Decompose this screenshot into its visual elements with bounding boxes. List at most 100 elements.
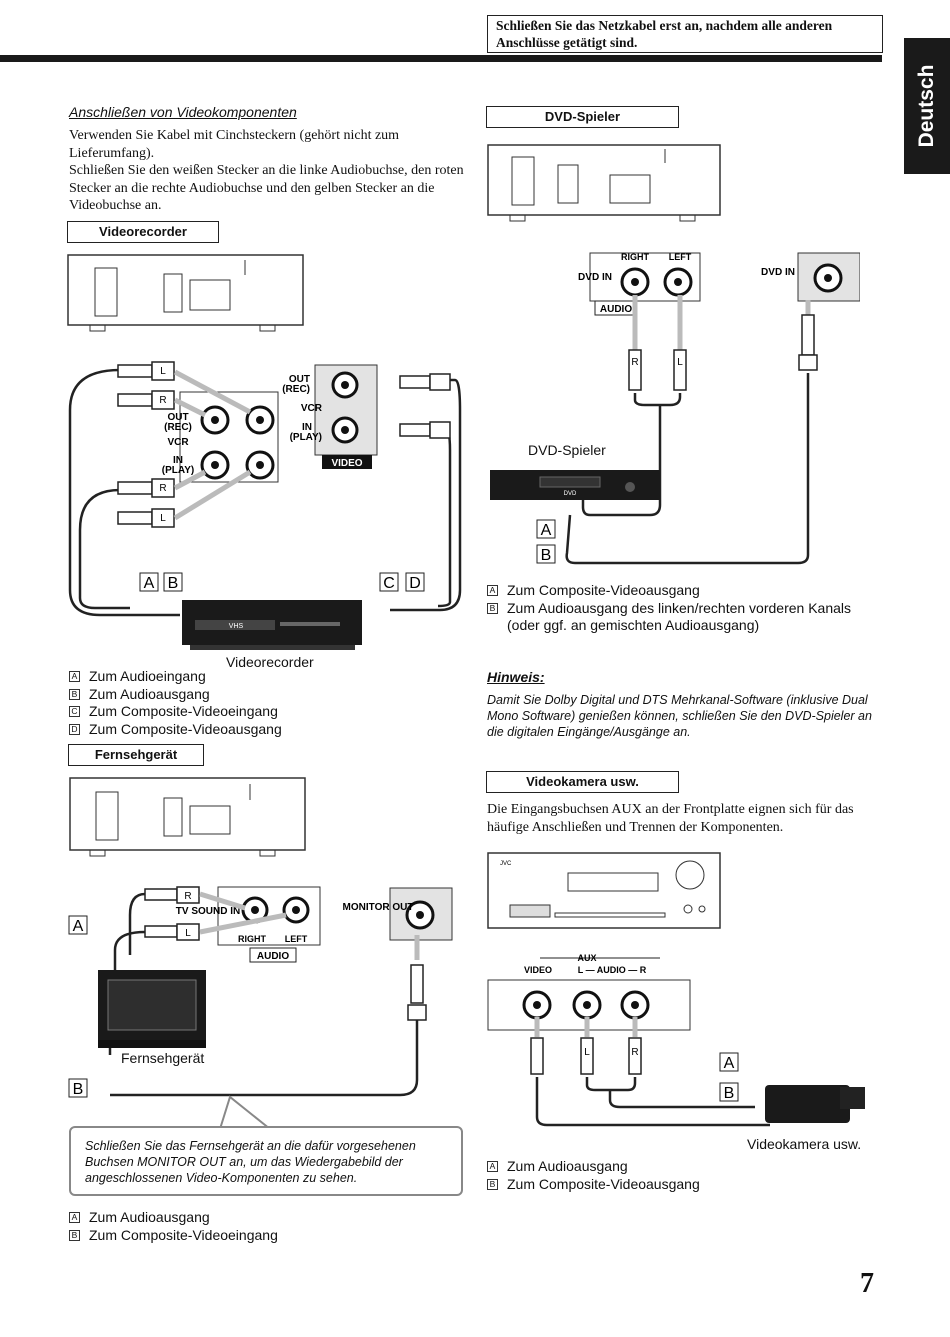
cable-a [68,368,180,617]
dvd-left-label: LEFT [669,252,692,262]
intro-paragraph-2: Schließen Sie den weißen Stecker an die … [69,163,464,213]
dvd-video-cable [565,373,810,565]
vcr-letter-b: B [168,575,179,592]
dvd-legend: A Zum Composite-Videoausgang B Zum Audioau… [487,582,887,635]
tv-sound-in-label: TV SOUND IN [176,906,240,917]
legend-key: B [487,1178,498,1190]
tv-audio-cable [128,892,146,955]
cable-c [437,426,452,608]
dvd-audio-panel [589,252,701,316]
dvd-letter-b: B [541,547,552,564]
vcr-box-label: Videorecorder [67,221,219,243]
cable-b [78,488,130,610]
monitor-out-panel [389,887,453,941]
dvd-plug-l: L [677,357,683,368]
plug-r-label: R [159,395,166,406]
legend-text: Zum Composite-Videoeingang [89,1226,278,1243]
legend-row: B Zum Audioausgang des linken/rechten vor… [487,600,887,635]
receiver-rear-panel [67,254,304,332]
legend-key: A [69,671,80,683]
camera-video-cable [535,1077,770,1127]
legend-key: A [487,585,498,597]
camera-connection-diagram: JVC AUX VIDEO L — AUDIO — R L R A B [487,852,865,1127]
dvd-box-label: DVD-Spieler [486,106,679,128]
legend-text: Zum Composite-Videoeingang [89,703,278,719]
camera-text: Die Eingangsbuchsen AUX an der Frontplat… [487,802,854,835]
legend-key: A [69,1212,80,1224]
receiver-front-panel [487,852,721,929]
audio-jack-panel [179,391,279,483]
legend-text: Zum Composite-Videoausgang [89,720,282,737]
dvd-audio-cable [581,405,662,517]
intro-text: Verwenden Sie Kabel mit Cinchsteckern (g… [69,127,464,215]
tv-sound-in-panel [217,886,321,963]
tv-left-label: LEFT [285,934,308,944]
video-in-label: IN [302,422,312,433]
legend-key: A [487,1161,498,1173]
tv-box-label: Fernsehgerät [68,744,204,766]
note-bubble-pointer [219,1095,271,1130]
video-panel-label: VIDEO [331,458,362,469]
language-tab-label: Deutsch [915,64,938,148]
aux-plug-r: R [631,1047,638,1058]
vhs-logo: VHS [229,623,244,630]
top-rule [0,55,882,62]
legend-row: C Zum Composite-Videoeingang [69,703,282,721]
legend-key: C [69,706,80,718]
legend-row: A Zum Composite-Videoausgang [487,582,887,600]
aux-jack-panel [487,979,691,1031]
video-camera-device [765,1085,865,1123]
dvd-player-device [490,470,660,500]
dvd-in-video-label: DVD IN [761,267,795,278]
hinweis-title: Hinweis: [487,669,545,685]
hinweis-text: Damit Sie Dolby Digital und DTS Mehrkana… [487,693,872,739]
vcr-device [182,600,362,650]
legend-text: Zum Composite-Videoausgang [507,582,700,598]
legend-row: A Zum Audioeingang [69,668,282,686]
tv-note: Schließen Sie das Fernsehgerät an die da… [69,1126,463,1196]
legend-row: B Zum Audioausgang [69,686,282,704]
camera-letter-b: B [724,1085,735,1102]
vcr-letter-c: C [383,575,395,592]
plug-l-label-2: L [160,513,166,524]
legend-row: A Zum Audioausgang [69,1209,278,1227]
legend-text: Zum Audioausgang des linken/rechten vord… [507,599,851,634]
dvd-plug-r: R [631,357,638,368]
dvd-letter-a: A [541,522,552,539]
tv-letter-b: B [73,1081,84,1098]
monitor-out-label: MONITOR OUT [343,902,414,913]
tv-legend: A Zum Audioausgang B Zum Composite-Videoei… [69,1209,278,1244]
tv-plug-r: R [184,891,191,902]
dvd-connection-diagram: RIGHT LEFT DVD IN AUDIO DVD IN R L DVD A… [487,144,860,565]
intro-paragraph-1: Verwenden Sie Kabel mit Cinchsteckern (g… [69,128,400,161]
dvd-in-audio-label: DVD IN [578,272,612,283]
legend-text: Zum Audioausgang [89,1209,210,1225]
vcr-play-label: (PLAY) [162,465,194,476]
dvd-logo: DVD [564,491,577,497]
tv-right-label: RIGHT [238,934,267,944]
legend-text: Zum Audioausgang [89,685,210,702]
camera-audio-cable [608,1090,755,1109]
jvc-logo: JVC [500,861,512,867]
video-out-label: OUT [289,374,310,385]
vcr-rec-label: (REC) [164,422,192,433]
legend-key: B [487,602,498,614]
vcr-label: VCR [167,437,189,448]
camera-box-label: Videokamera usw. [486,771,679,793]
legend-text: Zum Composite-Videoausgang [507,1175,700,1192]
video-jack-panel [314,364,378,469]
receiver-rear-panel-dvd [487,144,721,222]
legend-text: Zum Audioeingang [89,668,206,684]
language-tab: Deutsch [904,38,950,174]
legend-key: D [69,723,80,735]
plug-l-label: L [160,366,166,377]
legend-key: B [69,688,80,700]
camera-device-caption: Videokamera usw. [747,1136,862,1152]
legend-key: B [69,1229,80,1241]
tv-device [98,970,206,1048]
aux-label: AUX [577,953,596,963]
section-title: Anschließen von Videokomponenten [69,104,297,120]
dvd-audio-label: AUDIO [600,304,632,315]
